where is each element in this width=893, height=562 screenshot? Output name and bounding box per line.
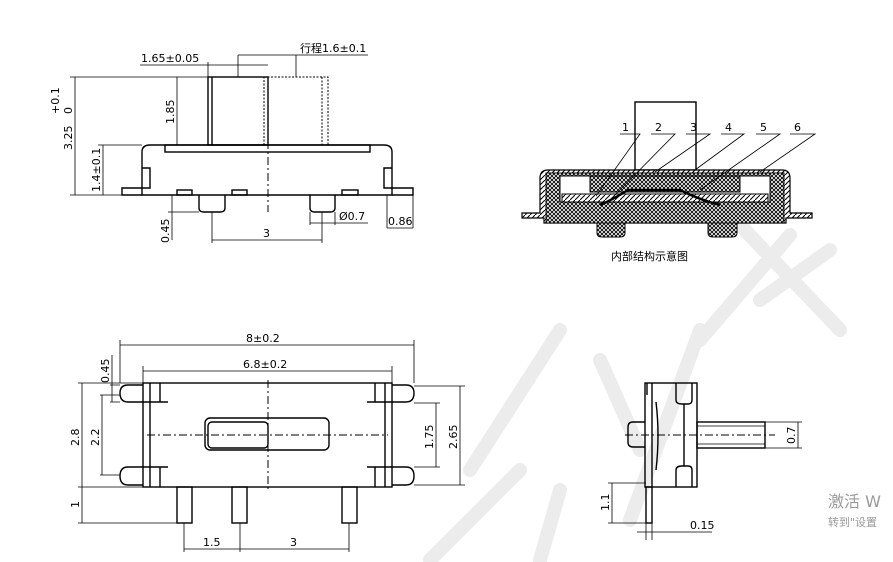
- dim-actuator-width: 1.65±0.05: [141, 52, 199, 65]
- dim-peg-pitch: 3: [263, 227, 270, 240]
- dim-pin-length: 1.1: [599, 494, 612, 512]
- dim-pin-pitch-1: 1.5: [203, 536, 221, 549]
- windows-activation-hint[interactable]: 转到"设置: [828, 516, 878, 529]
- dim-actuator-height: 1.85: [164, 100, 177, 125]
- dim-peg-diameter: Ø0.7: [339, 210, 365, 223]
- windows-activation-title: 激活 W: [828, 492, 881, 511]
- dim-actuator-thickness: 0.7: [785, 427, 798, 445]
- dim-body-length: 6.8±0.2: [243, 358, 287, 371]
- part-label-3: 3: [690, 121, 697, 134]
- body: [141, 144, 393, 196]
- part-label-2: 2: [655, 121, 662, 134]
- actuator: [634, 101, 697, 171]
- internal-structure-caption: 内部结构示意图: [611, 249, 688, 263]
- side-view: 0.7 1.1 0.15: [599, 382, 802, 540]
- internal-structure: 1 2 3 4 5 6 内部结构示意图: [521, 101, 817, 263]
- dim-lead-span-left: 2.2: [89, 429, 102, 447]
- dim-body-height: 1.4±0.1: [90, 148, 103, 192]
- dim-pin-thickness: 0.15: [690, 519, 715, 532]
- part-label-6: 6: [794, 121, 801, 134]
- dim-lead-span-right: 1.75: [423, 425, 436, 450]
- slider-window: [204, 417, 330, 451]
- dim-travel: 行程1.6±0.1: [300, 42, 366, 55]
- dim-total-height-tol-plus: +0.1: [49, 87, 62, 114]
- dim-overall-width: 2.65: [447, 425, 460, 450]
- pin: [645, 486, 653, 524]
- actuator: [207, 76, 269, 146]
- dim-total-height-tol-minus: 0: [62, 107, 75, 114]
- front-view: 1.65±0.05 行程1.6±0.1 3.25 +0.1 0 1.85 1.4…: [49, 42, 414, 244]
- contact-plate: [561, 193, 769, 203]
- dim-overall-length: 8±0.2: [246, 332, 280, 345]
- watermark: [423, 218, 847, 562]
- dim-total-height: 3.25: [62, 126, 75, 151]
- part-label-4: 4: [725, 121, 732, 134]
- actuator-travel-position: [263, 76, 329, 146]
- part-label-5: 5: [760, 121, 767, 134]
- top-view: 8±0.2 6.8±0.2 0.45 2.8 2.2 1.75 2.65 1 1…: [69, 332, 465, 552]
- dim-body-width: 2.8: [69, 429, 82, 447]
- dim-lead-width: 0.45: [99, 359, 112, 384]
- spring-contact: [599, 188, 721, 207]
- dim-pin-length: 1: [69, 501, 82, 508]
- dim-peg-height: 0.45: [159, 219, 172, 244]
- dim-pin-pitch-2: 3: [290, 536, 297, 549]
- dim-lead-length: 0.86: [388, 215, 413, 228]
- part-label-1: 1: [622, 121, 629, 134]
